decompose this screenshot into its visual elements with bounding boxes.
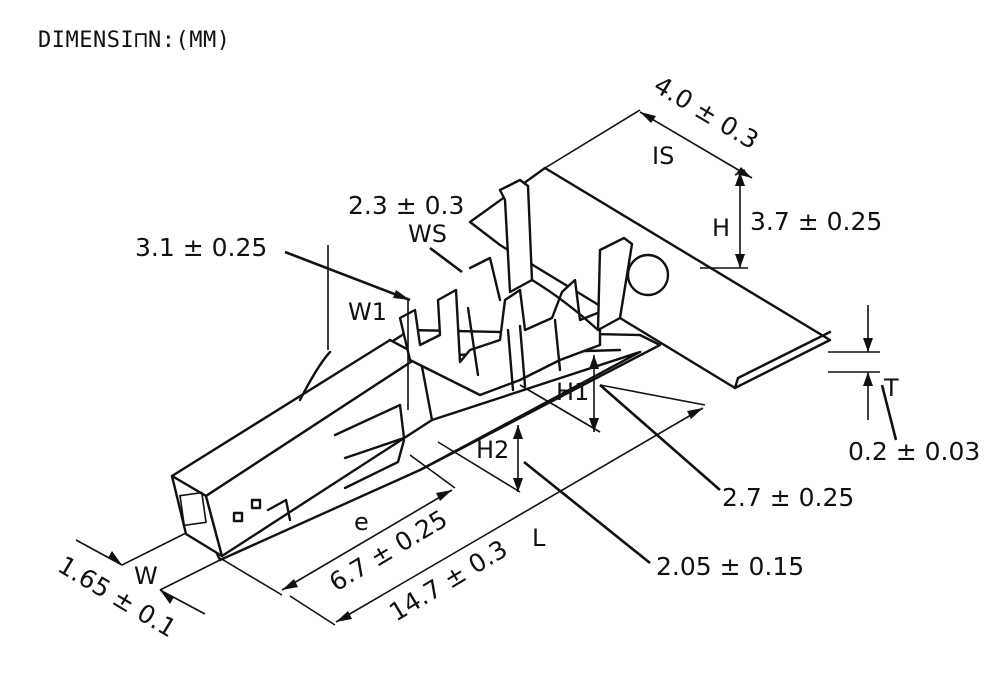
t-thickness-value: 0.2 ± 0.03: [848, 437, 980, 466]
dimension-lines: [75, 109, 898, 626]
terminal-part: [170, 166, 832, 562]
e-label: e: [354, 508, 369, 536]
strip-hole: [626, 253, 670, 297]
w-label: W: [134, 562, 158, 590]
l-label: L: [532, 524, 546, 552]
lance-hole-1: [232, 511, 244, 523]
h-label: H: [712, 214, 730, 242]
is-label: IS: [652, 142, 674, 170]
h-height-value: 3.7 ± 0.25: [750, 207, 882, 236]
ws-label: WS: [408, 220, 447, 248]
ws-width-value: 2.3 ± 0.3: [348, 191, 464, 220]
wire-crimp-wings: [398, 278, 602, 397]
h1-height-value: 2.7 ± 0.25: [722, 483, 854, 512]
w1-width-value: 3.1 ± 0.25: [135, 233, 267, 262]
h2-height-value: 2.05 ± 0.15: [656, 552, 804, 581]
w1-label: W1: [348, 298, 387, 326]
h1-label: H1: [556, 378, 589, 406]
lance-hole-2: [250, 498, 262, 510]
t-label: T: [883, 374, 899, 402]
page-title: DIMENSI⊓N:(MM): [38, 28, 231, 53]
h2-label: H2: [476, 436, 509, 464]
w-width-value: 1.65 ± 0.1: [53, 550, 181, 643]
